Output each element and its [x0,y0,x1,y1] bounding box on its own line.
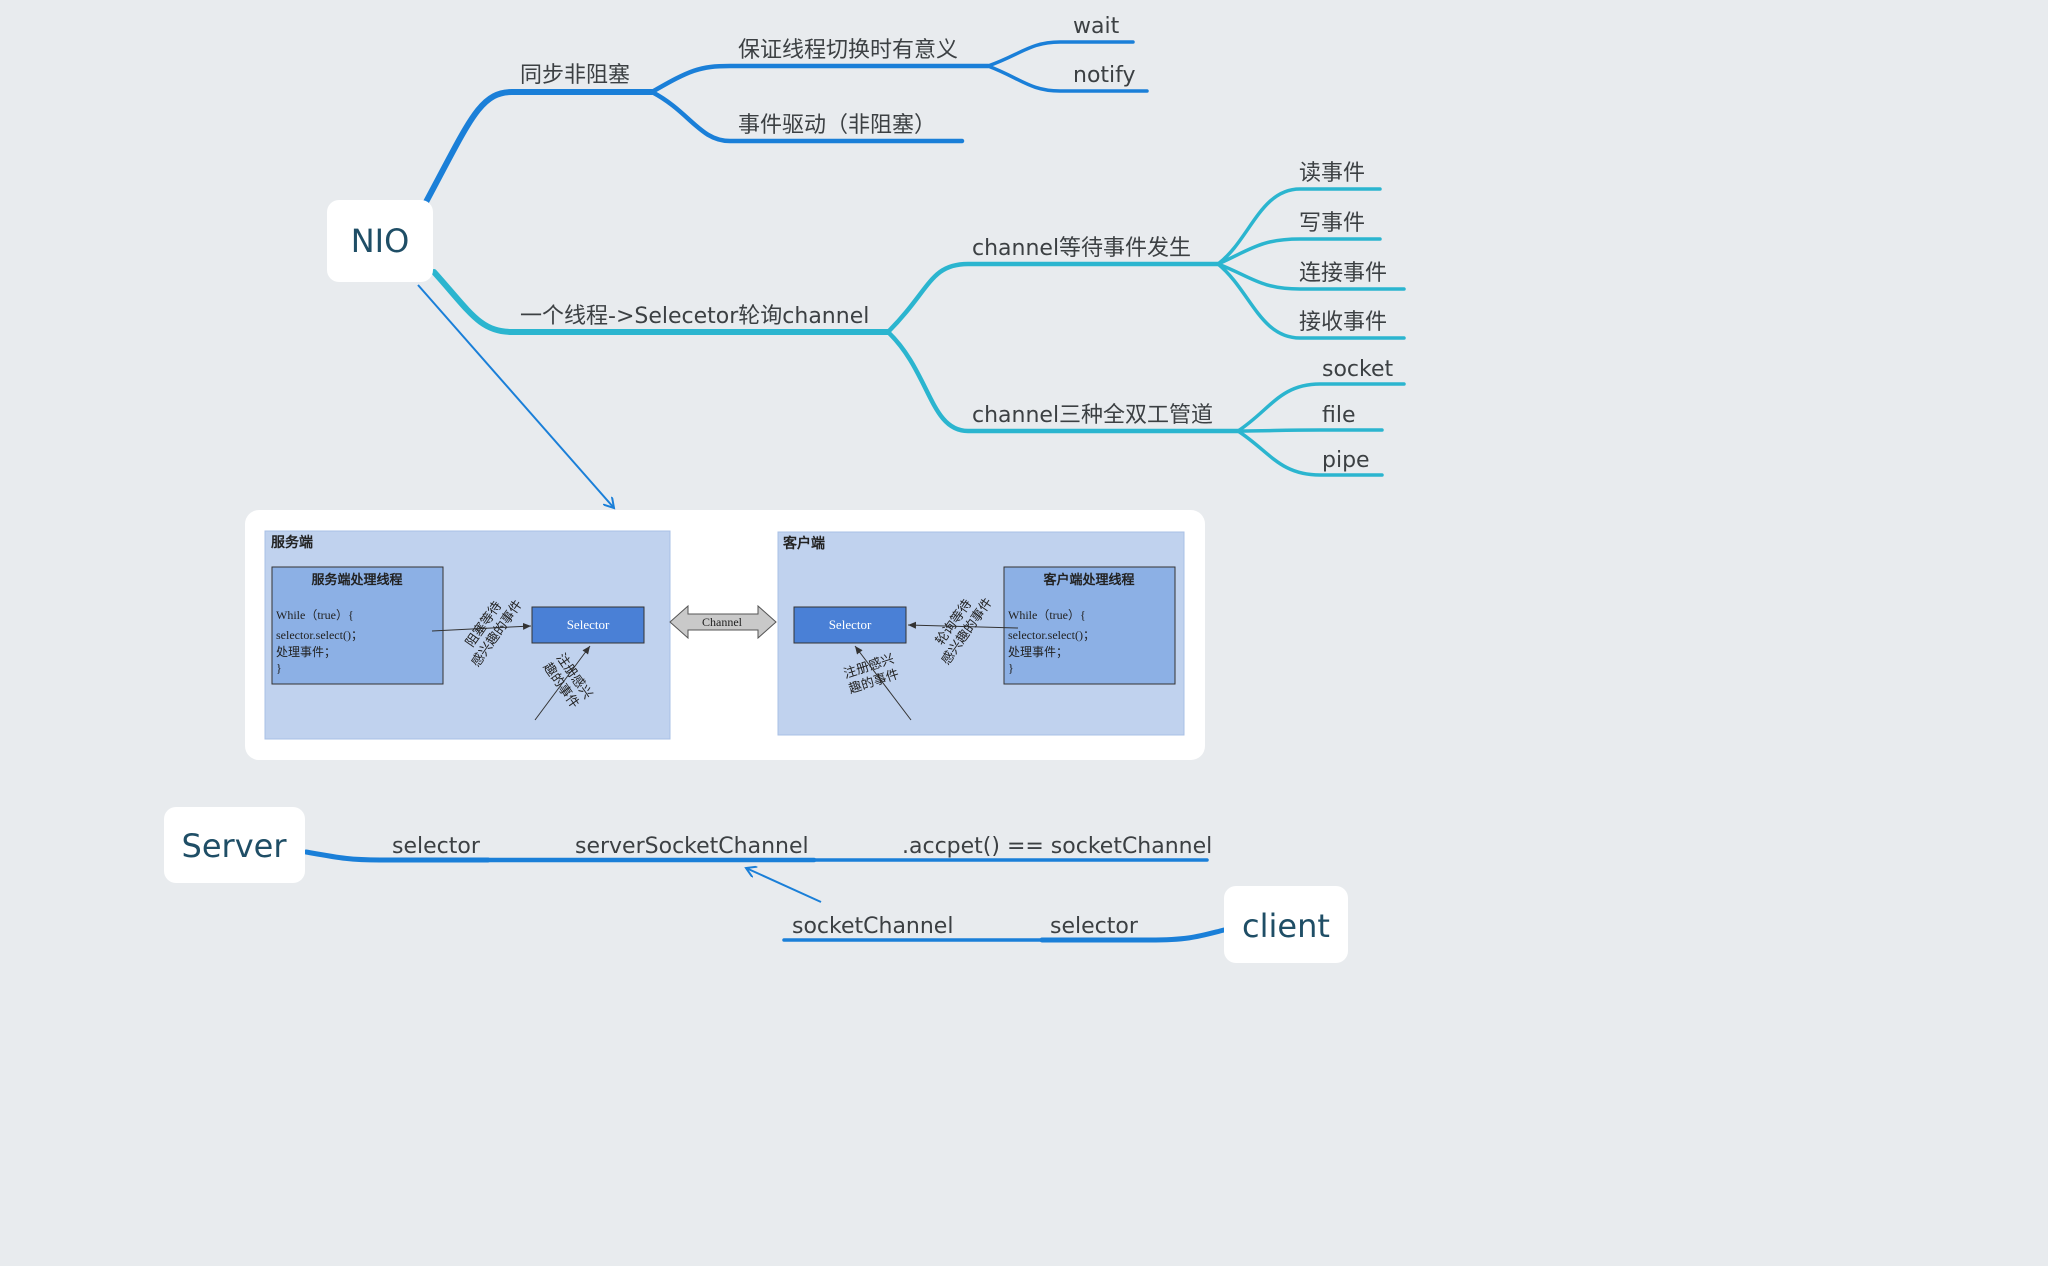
root-node[interactable]: NIO [327,200,433,282]
event-driven-label: 事件驱动（非阻塞） [738,113,936,138]
channel-duplex-label: channel三种全双工管道 [972,403,1213,428]
server-register-arrow [534,645,591,721]
connect-event-label: 连接事件 [1299,261,1387,286]
client-code-line-3: 处理事件； [1008,645,1068,659]
branch-sync [423,40,1149,205]
mind-map-canvas: 同步非阻塞 保证线程切换时有意义 事件驱动（非阻塞） wait notify 一… [164,14,1406,963]
server-panel-title: 服务端 [271,534,313,551]
root-label: NIO [351,222,410,260]
server-chain-ssc: serverSocketChannel [575,834,809,859]
client-thread-box [1003,566,1176,685]
server-selector-label: Selector [567,617,610,632]
server-thread-box [271,566,444,685]
selector-branch-label: 一个线程->Selecetor轮询channel [520,304,869,329]
client-thread-title: 客户端处理线程 [1043,572,1134,588]
accept-event-label: 接收事件 [1299,310,1387,335]
sync-label: 同步非阻塞 [520,63,630,88]
client-select-arrow [907,621,1019,629]
nio-to-diagram-arrow [417,284,614,508]
file-label: file [1322,403,1356,428]
pipe-label: pipe [1322,448,1370,473]
server-chain-selector: selector [392,834,481,859]
server-code-line-1: While（true）{ [276,608,354,622]
client-selector-box [793,606,907,644]
server-label: Server [182,827,288,865]
client-selector-label: Selector [829,617,872,632]
server-code-line-2: selector.select()； [276,628,363,642]
switch-label: 保证线程切换时有意义 [738,38,958,63]
client-code-line-1: While（true）{ [1008,608,1086,622]
wait-label: wait [1073,14,1120,39]
client-chain [782,927,1227,943]
client-to-server-arrow [746,868,822,903]
socket-label: socket [1322,357,1394,382]
channel-arrow: Channel [669,604,777,640]
server-code-line-3: 处理事件； [276,645,336,659]
client-chain-socketchannel: socketChannel [792,914,953,939]
client-label: client [1242,907,1330,945]
server-code-line-4: } [276,661,282,675]
client-node[interactable]: client [1224,886,1348,963]
client-code-line-2: selector.select()； [1008,628,1095,642]
read-event-label: 读事件 [1299,161,1365,186]
channel-wait-label: channel等待事件发生 [972,236,1191,261]
client-register-arrow [854,645,912,721]
client-chain-selector: selector [1050,914,1139,939]
channel-label: Channel [702,615,743,629]
client-panel-title: 客户端 [782,535,825,552]
client-code-line-4: } [1008,661,1014,675]
server-chain-accept: .accpet() == socketChannel [902,834,1212,859]
server-select-arrow [431,622,532,632]
server-chain [303,849,1209,863]
nio-diagram: 服务端 服务端处理线程 While（true）{ selector.select… [245,510,1205,760]
notify-label: notify [1073,63,1136,88]
server-selector-box [531,606,645,644]
write-event-label: 写事件 [1299,211,1365,236]
server-thread-title: 服务端处理线程 [311,572,402,588]
branch-selector [431,187,1406,477]
server-node[interactable]: Server [164,807,305,883]
